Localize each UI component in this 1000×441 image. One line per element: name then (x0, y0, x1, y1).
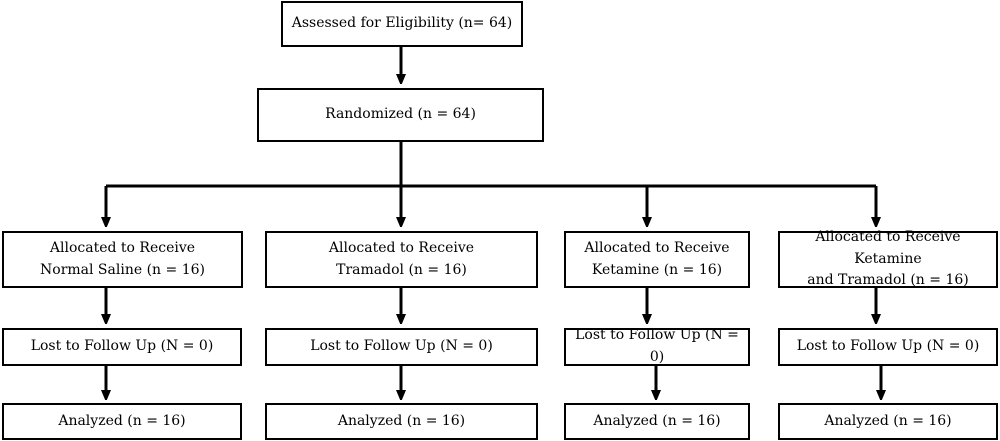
arm-3-allocated-line1: Allocated to Receive (584, 239, 730, 256)
arm-1-lost-label: Lost to Follow Up (N = 0) (30, 338, 214, 355)
arm-4-lost-label: Lost to Follow Up (N = 0) (796, 338, 980, 355)
arm-1-analyzed-box: Analyzed (n = 16) (2, 403, 242, 440)
assessed-box: Assessed for Eligibility (n= 64) (281, 1, 523, 47)
arm-4-analyzed-label: Analyzed (n = 16) (824, 412, 952, 429)
arm-4-lost-box: Lost to Follow Up (N = 0) (778, 328, 998, 366)
arm-3-analyzed-box: Analyzed (n = 16) (564, 403, 750, 440)
arm-4-allocated-box: Allocated to Receive Ketamine and Tramad… (778, 229, 998, 288)
arm-2-allocated-box: Allocated to Receive Tramadol (n = 16) (265, 231, 538, 288)
arm-2-allocated-line1: Allocated to Receive (328, 239, 475, 256)
arm-3-lost-label: Lost to Follow Up (N = 0) (575, 327, 739, 365)
arm-3-allocated-line2: Ketamine (n = 16) (591, 261, 723, 278)
assessed-label: Assessed for Eligibility (n= 64) (291, 15, 513, 32)
arm-3-analyzed-label: Analyzed (n = 16) (593, 412, 721, 429)
arm-2-allocated-line2: Tramadol (n = 16) (336, 261, 467, 278)
arm-2-analyzed-box: Analyzed (n = 16) (265, 403, 538, 440)
arm-4-allocated-line2: and Tramadol (n = 16) (807, 272, 969, 289)
randomized-label: Randomized (n = 64) (325, 106, 476, 123)
arm-1-allocated-line2: Normal Saline (n = 16) (40, 261, 205, 278)
arm-1-allocated-line1: Allocated to Receive (49, 239, 196, 256)
arm-3-lost-box: Lost to Follow Up (N = 0) (564, 327, 750, 366)
arm-1-lost-box: Lost to Follow Up (N = 0) (2, 328, 242, 366)
arm-4-allocated-line1: Allocated to Receive Ketamine (815, 228, 961, 267)
arm-4-analyzed-box: Analyzed (n = 16) (778, 403, 998, 440)
randomized-box: Randomized (n = 64) (257, 88, 544, 142)
arm-3-allocated-box: Allocated to Receive Ketamine (n = 16) (564, 231, 750, 288)
arm-2-lost-box: Lost to Follow Up (N = 0) (265, 328, 538, 366)
arm-1-analyzed-label: Analyzed (n = 16) (58, 412, 186, 429)
arm-1-allocated-box: Allocated to Receive Normal Saline (n = … (2, 231, 243, 288)
arm-2-lost-label: Lost to Follow Up (N = 0) (310, 338, 493, 355)
arm-2-analyzed-label: Analyzed (n = 16) (337, 412, 466, 429)
